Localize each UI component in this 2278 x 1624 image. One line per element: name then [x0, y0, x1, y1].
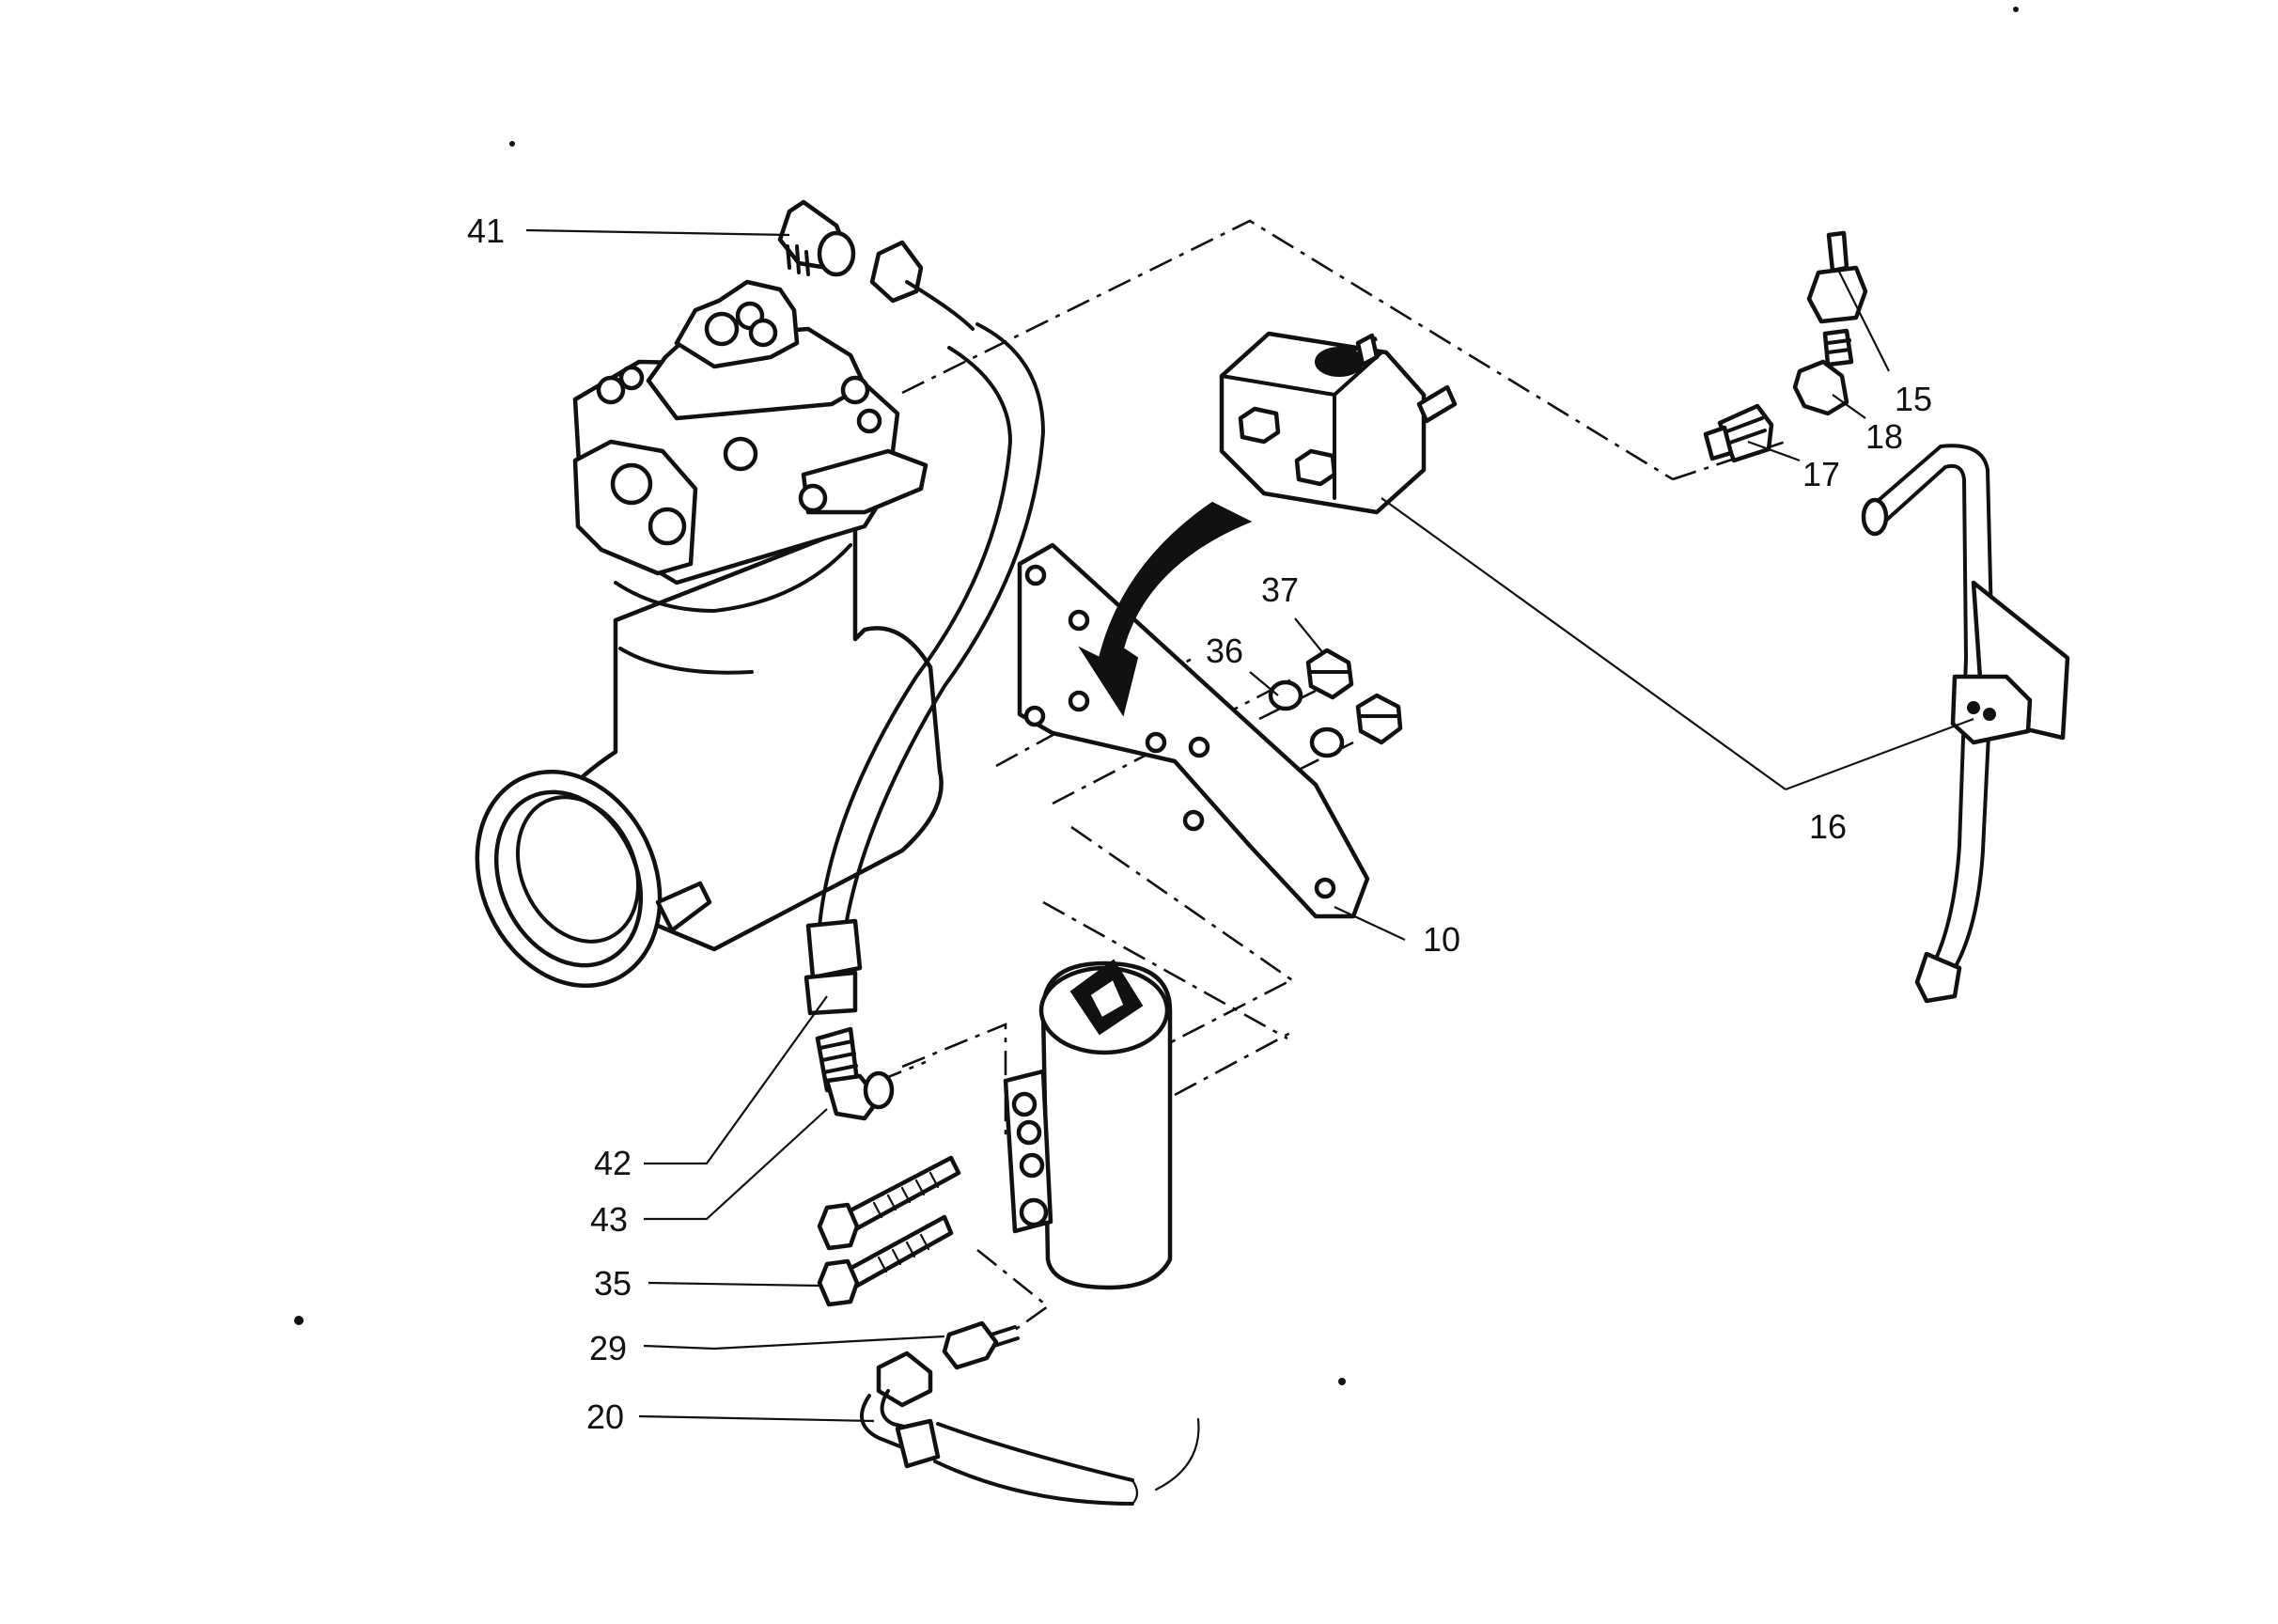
callout-20: 20	[586, 1398, 624, 1436]
part-10-mounting-bracket	[1017, 501, 1370, 919]
callout-15: 15	[1895, 380, 1932, 418]
callout-labels: 41 15 18 17 37 36 16 10 42 43 35 29 20	[467, 211, 1932, 1436]
parts-29-20-fitting-hose	[860, 1320, 1200, 1506]
callout-18: 18	[1865, 417, 1903, 456]
part-16-clamp-block	[1219, 331, 1458, 515]
callout-10: 10	[1423, 920, 1460, 959]
oil-filter-canister	[1003, 959, 1173, 1290]
return-tube	[1861, 444, 2070, 1004]
scan-specks	[294, 7, 2019, 1385]
parts-15-17-18-fittings	[1703, 230, 1868, 463]
callout-37: 37	[1261, 570, 1299, 609]
callout-41: 41	[467, 211, 505, 250]
callout-42: 42	[594, 1144, 632, 1182]
leader-lines	[525, 228, 1974, 1423]
steering-gear-housing	[475, 279, 944, 989]
part-41-elbow-fitting	[777, 199, 856, 277]
callout-29: 29	[589, 1329, 627, 1367]
callout-36: 36	[1206, 632, 1243, 670]
parts-35-bolts	[817, 1155, 961, 1307]
part-43-elbow-fitting	[815, 1026, 895, 1121]
callout-43: 43	[590, 1200, 628, 1239]
high-pressure-hose	[804, 240, 1045, 1016]
callout-16: 16	[1809, 807, 1847, 846]
parts-36-37-washers-nuts	[1268, 648, 1403, 758]
callout-17: 17	[1802, 455, 1840, 493]
callout-35: 35	[594, 1264, 632, 1303]
